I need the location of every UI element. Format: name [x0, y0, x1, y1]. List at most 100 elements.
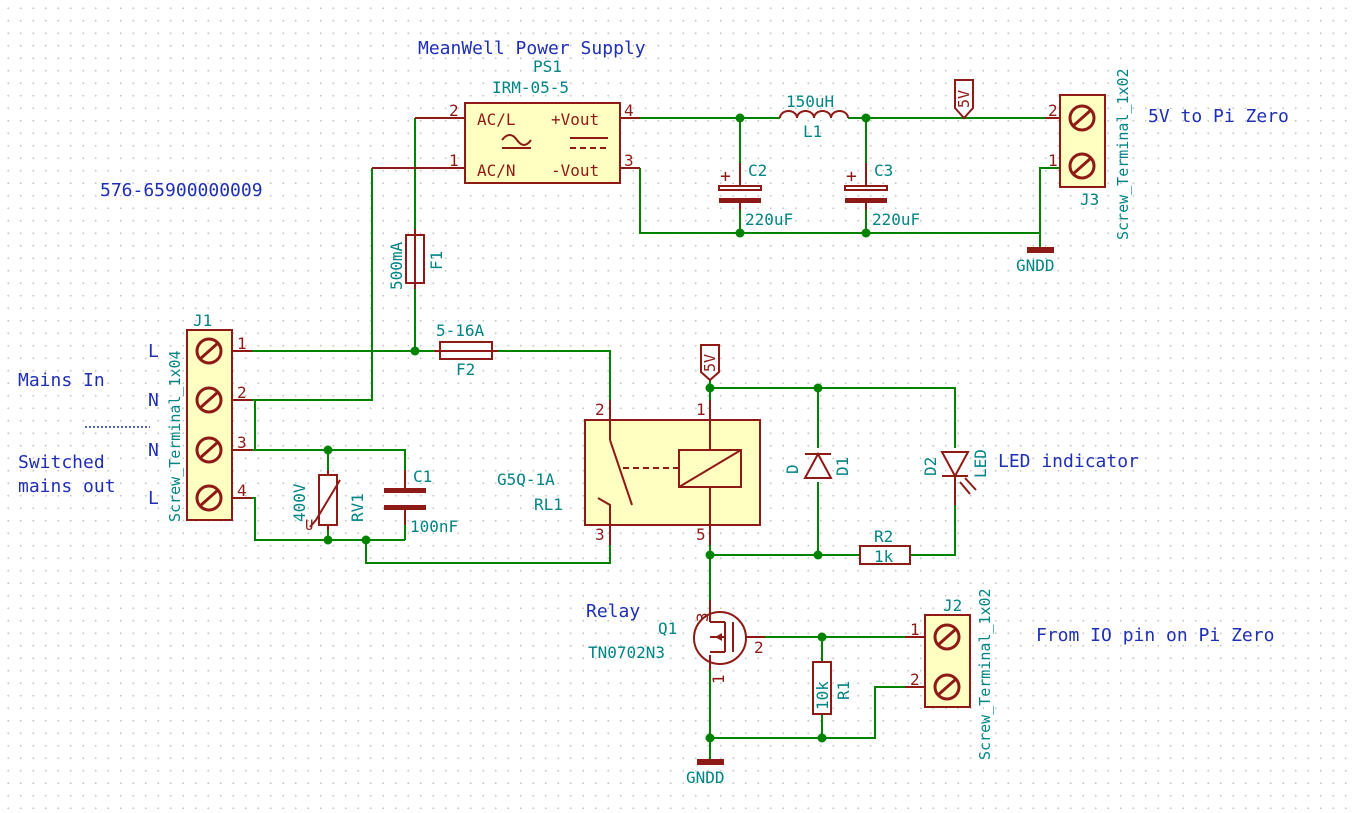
j1-value: Screw_Terminal_1x04: [166, 350, 184, 522]
rl1-pin2: 2: [595, 400, 605, 419]
ground-symbol-top: [1027, 247, 1054, 253]
gnd-label-bottom: GNDD: [686, 768, 725, 787]
j1-pin4: 4: [237, 481, 247, 500]
capacitor-c2: [718, 163, 762, 210]
note-led: LED indicator: [998, 451, 1139, 472]
fuse-f2: [434, 341, 498, 360]
rl1-ref: RL1: [534, 495, 563, 514]
note-switched-2: mains out: [18, 476, 116, 497]
j1-pin2: 2: [237, 383, 247, 402]
rv1-u: U: [305, 518, 313, 534]
note-relay: Relay: [586, 601, 640, 622]
f2-ref: F2: [456, 360, 475, 379]
c1-value: 100nF: [410, 517, 458, 536]
power-flag-5v-relay: [700, 344, 720, 382]
j2-ref: J2: [943, 596, 962, 615]
screw-terminal-j2: [905, 614, 971, 708]
inductor-l1: [779, 110, 849, 119]
v5-label-relay: 5V: [701, 354, 719, 372]
c2-ref: C2: [748, 161, 767, 180]
d2-ref: D2: [921, 457, 940, 476]
ps1-acl-label: AC/L: [477, 110, 516, 129]
power-supply-ps1: [372, 102, 640, 184]
q1-ref: Q1: [658, 619, 677, 638]
q1-pin2: 2: [754, 638, 764, 657]
r1-value: 10k: [813, 681, 832, 710]
relay-rl1: [584, 400, 761, 545]
c3-plus: +: [846, 166, 857, 187]
mosfet-q1: [693, 600, 765, 670]
note-title: MeanWell Power Supply: [418, 38, 646, 59]
j1-pin1: 1: [237, 334, 247, 353]
rl1-pin3: 3: [595, 525, 605, 544]
d1-value: D: [783, 464, 802, 474]
f1-value: 500mA: [387, 241, 406, 290]
f1-ref: F1: [427, 251, 446, 270]
ps1-vminus-label: -Vout: [551, 161, 599, 180]
f2-value: 5-16A: [436, 321, 485, 340]
capacitor-c1: [384, 470, 426, 525]
d2-value: LED: [971, 449, 990, 478]
ps1-pin2: 2: [449, 101, 459, 120]
v5-label-top: 5V: [955, 90, 973, 108]
rv1-ref: RV1: [348, 493, 367, 522]
l1-ref: L1: [803, 122, 822, 141]
c2-value: 220uF: [745, 210, 793, 229]
r2-ref: R2: [874, 527, 893, 546]
ps1-ref: PS1: [533, 57, 562, 76]
j1-label-l2: L: [148, 488, 159, 509]
c1-ref: C1: [413, 467, 432, 486]
fuse-f1: [405, 229, 425, 289]
wires: [252, 117, 1060, 760]
j1-label-l1: L: [148, 341, 159, 362]
capacitor-c3: [844, 163, 888, 210]
ground-symbol-bottom: [697, 759, 724, 765]
ps1-vplus-label: +Vout: [551, 110, 599, 129]
resistor-r1: [812, 661, 832, 715]
r2-value: 1k: [874, 547, 894, 566]
j2-pin2: 2: [910, 670, 920, 689]
q1-pin3: 3: [693, 612, 712, 622]
q1-pin1: 1: [709, 674, 728, 684]
q1-value: TN0702N3: [588, 643, 665, 662]
ps1-pin4: 4: [624, 101, 634, 120]
rl1-pin1: 1: [696, 400, 706, 419]
ps1-pin3: 3: [624, 151, 634, 170]
ps1-pin1: 1: [449, 151, 459, 170]
ps1-value: IRM-05-5: [492, 78, 569, 97]
j1-ref: J1: [193, 311, 212, 330]
junction-dots: [323, 113, 871, 743]
note-switched-1: Switched: [18, 452, 105, 473]
c3-ref: C3: [874, 161, 893, 180]
j1-pin3: 3: [237, 433, 247, 452]
j3-ref: J3: [1080, 190, 1099, 209]
rl1-value: G5Q-1A: [497, 470, 555, 489]
r1-ref: R1: [834, 681, 853, 700]
gnd-label-top: GNDD: [1016, 256, 1055, 275]
note-mains-in: Mains In: [18, 370, 105, 391]
j3-pin1: 1: [1048, 151, 1058, 170]
led-d2: [940, 451, 977, 505]
diode-d1: [803, 451, 833, 479]
rv1-value: 400V: [290, 483, 309, 522]
screw-terminal-j1: [186, 329, 252, 521]
l1-value: 150uH: [786, 92, 834, 111]
d1-ref: D1: [833, 457, 852, 476]
c3-value: 220uF: [872, 210, 920, 229]
j3-value: Screw_Terminal_1x02: [1114, 68, 1132, 240]
note-part-number: 576-65900000009: [100, 180, 263, 201]
ps1-acn-label: AC/N: [477, 161, 516, 180]
c2-plus: +: [720, 166, 731, 187]
note-5v-out: 5V to Pi Zero: [1148, 106, 1289, 127]
j2-value: Screw_Terminal_1x02: [976, 588, 994, 760]
resistor-r2: [859, 545, 911, 565]
j2-pin1: 1: [910, 620, 920, 639]
j1-label-n1: N: [148, 390, 159, 411]
power-flag-5v-top: [954, 79, 974, 120]
j1-label-n2: N: [148, 440, 159, 461]
rl1-pin5: 5: [696, 525, 706, 544]
j3-pin2: 2: [1048, 101, 1058, 120]
varistor-rv1: [309, 470, 341, 530]
